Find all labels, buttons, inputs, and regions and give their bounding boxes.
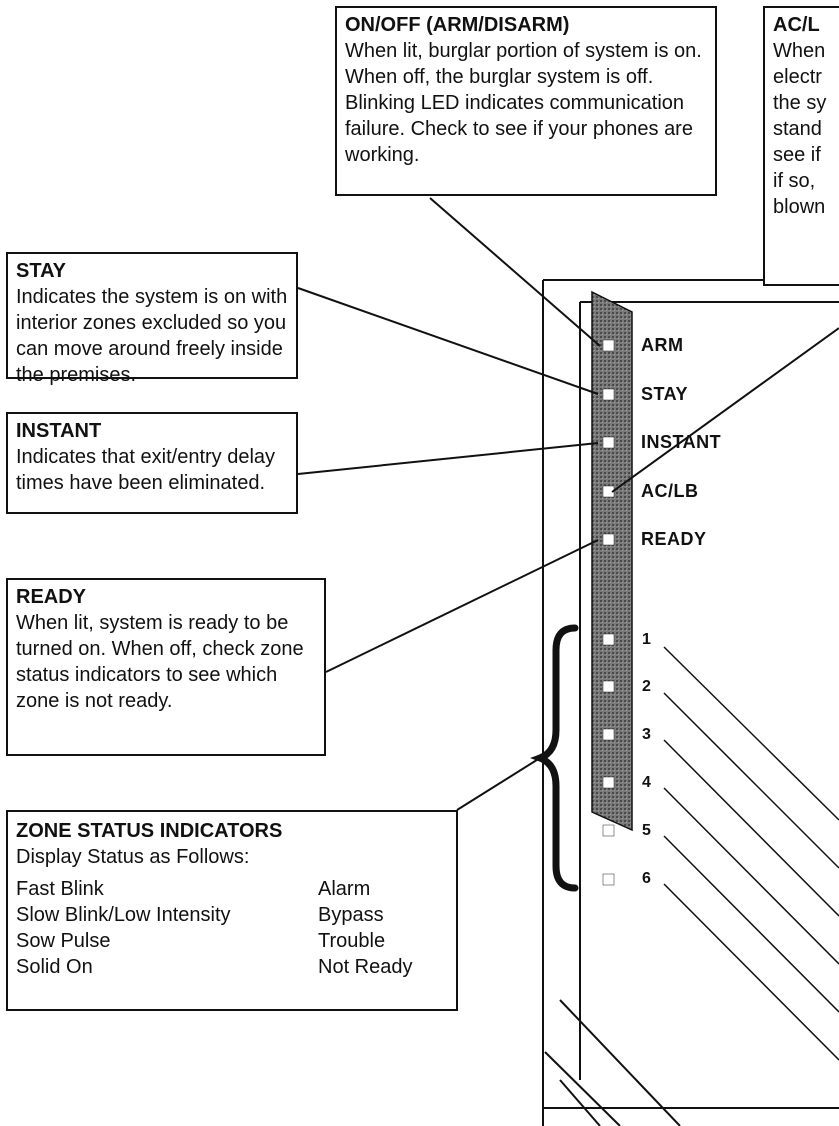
callout-zone-status: ZONE STATUS INDICATORS Display Status as… (6, 810, 458, 1011)
led-zone-4 (602, 776, 615, 789)
leader-lines (297, 197, 839, 811)
leader-onoff (429, 197, 601, 347)
zone-meaning: Bypass (318, 904, 384, 926)
zone-meaning: Alarm (318, 878, 371, 900)
zone-pattern: Fast Blink (16, 878, 104, 900)
zone-pattern: Slow Blink/Low Intensity (16, 904, 231, 926)
callout-aclb-line: see if (773, 144, 821, 166)
callout-instant-title: INSTANT (16, 420, 102, 442)
callout-aclb: AC/L When electr the sy stand see if if … (763, 6, 839, 286)
zone-pattern: Solid On (16, 956, 93, 978)
callout-aclb-line: if so, (773, 170, 816, 192)
led-stay (602, 388, 615, 401)
callout-zone-title: ZONE STATUS INDICATORS (16, 820, 283, 842)
zone-number-1: 1 (642, 631, 651, 648)
callout-aclb-title: AC/L (773, 14, 820, 36)
housing-bevel-1 (544, 1051, 621, 1126)
panel-label-instant: INSTANT (641, 432, 722, 452)
housing-bevel-3 (559, 1079, 601, 1126)
zone-line-4 (663, 787, 839, 965)
led-instant (602, 436, 615, 449)
zone-line-3 (663, 739, 839, 917)
led-zone-3 (602, 728, 615, 741)
leader-ready (325, 539, 599, 673)
callout-onoff: ON/OFF (ARM/DISARM) When lit, burglar po… (335, 6, 717, 196)
zone-status-table: Fast Blink Alarm Slow Blink/Low Intensit… (16, 876, 448, 980)
zone-brace (530, 624, 579, 892)
panel-label-stay: STAY (641, 384, 689, 404)
callout-aclb-line: electr (773, 66, 822, 88)
led-group (602, 339, 615, 886)
zone-number-5: 5 (642, 822, 651, 839)
callout-aclb-line: When (773, 40, 826, 62)
housing-bevel-2 (559, 999, 681, 1126)
callout-aclb-line: stand (773, 118, 822, 140)
callout-onoff-body: When lit, burglar portion of system is o… (345, 40, 702, 166)
zone-line-1 (663, 646, 839, 821)
leader-stay (297, 287, 599, 395)
panel-label-ready: READY (641, 529, 707, 549)
callout-aclb-line: blown (773, 196, 826, 218)
led-zone-1 (602, 633, 615, 646)
leader-instant (297, 442, 599, 475)
callout-aclb-line: the sy (773, 92, 827, 114)
zone-number-3: 3 (642, 726, 651, 743)
indicator-strip (591, 290, 633, 832)
led-zone-5 (602, 824, 615, 837)
callout-zone-subtitle: Display Status as Follows: (16, 846, 250, 868)
zone-number-6: 6 (642, 870, 651, 887)
zone-line-5 (663, 835, 839, 1013)
zone-line-2 (663, 692, 839, 869)
callout-instant: INSTANT Indicates that exit/entry delay … (6, 412, 298, 514)
callout-ready: READY When lit, system is ready to be tu… (6, 578, 326, 756)
zone-hatching (663, 646, 839, 1061)
zone-pattern: Sow Pulse (16, 930, 111, 952)
callout-stay-title: STAY (16, 260, 67, 282)
leader-zone (456, 757, 541, 811)
callout-ready-title: READY (16, 586, 87, 608)
led-arm (602, 339, 615, 352)
panel-label-aclb: AC/LB (641, 481, 699, 501)
zone-meaning: Trouble (318, 930, 386, 952)
zone-meaning: Not Ready (318, 956, 413, 978)
keypad-housing (542, 279, 839, 1126)
led-zone-6 (602, 873, 615, 886)
led-ready (602, 533, 615, 546)
zone-line-6 (663, 883, 839, 1061)
zone-number-2: 2 (642, 678, 651, 695)
callout-stay-body: Indicates the system is on with interior… (16, 286, 288, 386)
callout-onoff-title: ON/OFF (ARM/DISARM) (345, 14, 570, 36)
leader-aclb (611, 327, 839, 493)
panel-label-arm: ARM (641, 335, 684, 355)
callout-instant-body: Indicates that exit/entry delay times ha… (16, 446, 276, 494)
led-zone-2 (602, 680, 615, 693)
callout-stay: STAY Indicates the system is on with int… (6, 252, 298, 386)
callout-ready-body: When lit, system is ready to be turned o… (16, 612, 304, 712)
zone-number-4: 4 (642, 774, 651, 791)
